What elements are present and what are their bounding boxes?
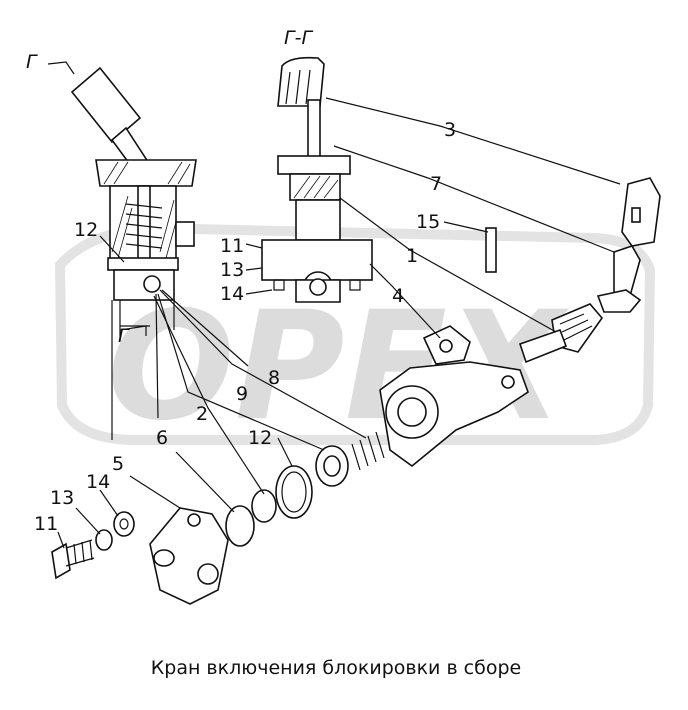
label-15: 15 [416,211,440,233]
label-12-bottom: 12 [248,427,272,449]
part-11-screw [51,542,71,580]
part-14-washer [113,511,135,537]
section-g-label-lower: Г [118,325,130,347]
exploded-parts [51,177,661,605]
label-4: 4 [392,285,404,307]
base-flange [107,257,179,271]
handle-3-section [277,56,325,107]
label-2: 2 [196,403,208,425]
valve-ball [143,275,161,293]
label-11-bottom: 11 [34,513,58,535]
label-14-top: 14 [220,283,244,305]
label-7: 7 [430,173,442,195]
handle-grip [70,66,142,144]
label-13-top: 13 [220,259,244,281]
part-13-washer [95,529,113,551]
part-7-base [596,289,642,313]
label-11-top: 11 [220,235,244,257]
label-12-top: 12 [74,219,98,241]
part-1-plunger-stem [518,328,568,364]
section-g-label: Г [26,51,38,73]
label-14-bottom: 14 [86,471,110,493]
part-labels: 3 7 15 1 4 12 11 13 14 8 9 2 6 12 5 14 1… [34,119,456,535]
leader-lines [57,97,621,549]
section-g-g-label: Г-Г [284,27,313,49]
side-port [175,221,195,247]
part-8-spring [351,431,385,471]
label-6: 6 [156,427,168,449]
label-13-bottom: 13 [50,487,74,509]
left-section-view [47,61,197,440]
part-5-port [197,563,219,585]
lever-shaft [307,99,321,159]
section-g-g-view [261,56,373,303]
part-2-clip [251,489,277,523]
label-9: 9 [236,383,248,405]
label-5: 5 [112,453,124,475]
section-cap [277,155,351,175]
label-8: 8 [268,367,280,389]
section-spring-area [295,199,341,241]
part-3-lever [621,177,661,247]
drawing-caption: Кран включения блокировки в сборе [151,657,521,679]
label-3: 3 [444,119,456,141]
label-1: 1 [406,245,418,267]
part-15-pin [485,227,497,273]
section-seal [289,173,341,201]
